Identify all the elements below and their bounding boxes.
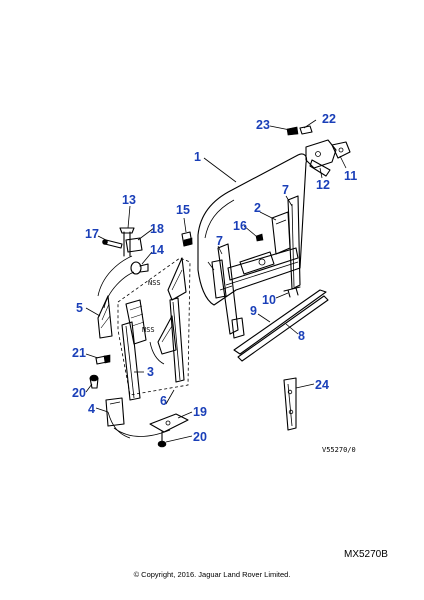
leader-lines — [85, 119, 347, 443]
nss-label-lower: NSS — [142, 326, 155, 334]
quarter-frame-outline — [117, 257, 191, 396]
clip-18 — [125, 237, 143, 253]
callout-9: 9 — [250, 304, 257, 318]
bolt-20-upper — [89, 374, 99, 389]
channel-6 — [169, 297, 185, 383]
regulator-frame — [211, 243, 299, 339]
bracket-4 — [105, 397, 125, 427]
nss-label-upper: NSS — [148, 279, 161, 287]
rivet-14 — [130, 261, 149, 275]
screw-16 — [255, 233, 264, 242]
figure-code: MX5270B — [344, 549, 388, 560]
waist-seals — [233, 289, 329, 362]
callouts: 1 2 3 4 5 6 7 7 8 9 10 11 12 13 14 15 16… — [72, 112, 357, 444]
callout-4: 4 — [88, 402, 95, 416]
callout-15: 15 — [176, 203, 190, 217]
callout-10: 10 — [262, 293, 276, 307]
quarter-glass-5 — [97, 295, 113, 339]
callout-7-left: 7 — [216, 234, 223, 248]
callout-11: 11 — [344, 169, 357, 183]
callout-7-right: 7 — [282, 183, 289, 197]
callout-17: 17 — [85, 227, 99, 241]
callout-23: 23 — [256, 118, 270, 132]
guide-channel-right — [287, 195, 301, 290]
callout-18: 18 — [150, 222, 164, 236]
bolt-20-lower — [157, 431, 167, 448]
drawing-reference: V55270/0 — [322, 446, 356, 454]
top-hinge-bracket — [286, 125, 351, 177]
callout-8: 8 — [298, 329, 305, 343]
screws-10 — [283, 286, 301, 298]
callout-14: 14 — [150, 243, 164, 257]
plate-19 — [149, 413, 189, 433]
regulator-bracket — [271, 211, 291, 255]
callout-21: 21 — [72, 346, 86, 360]
callout-2: 2 — [254, 201, 261, 215]
screw-21 — [95, 354, 111, 365]
callout-5: 5 — [76, 301, 83, 315]
callout-16: 16 — [233, 219, 247, 233]
bracket-24 — [283, 377, 297, 431]
callout-13: 13 — [122, 193, 136, 207]
stud-15 — [181, 231, 193, 247]
bolt-17 — [102, 239, 123, 249]
callout-22: 22 — [322, 112, 336, 126]
callout-20-lower: 20 — [193, 430, 207, 444]
callout-1: 1 — [194, 150, 201, 164]
guide-curves — [97, 255, 171, 439]
quarter-glass-nss-upper — [167, 257, 187, 301]
channel-3 — [121, 299, 147, 401]
callout-24: 24 — [315, 378, 329, 392]
callout-6: 6 — [160, 394, 167, 408]
copyright-notice: © Copyright, 2016. Jaguar Land Rover Lim… — [134, 570, 291, 579]
callout-12: 12 — [316, 178, 330, 192]
quarter-glass-nss-lower — [157, 315, 177, 355]
callout-20-upper: 20 — [72, 386, 86, 400]
callout-19: 19 — [193, 405, 207, 419]
callout-3: 3 — [147, 365, 154, 379]
